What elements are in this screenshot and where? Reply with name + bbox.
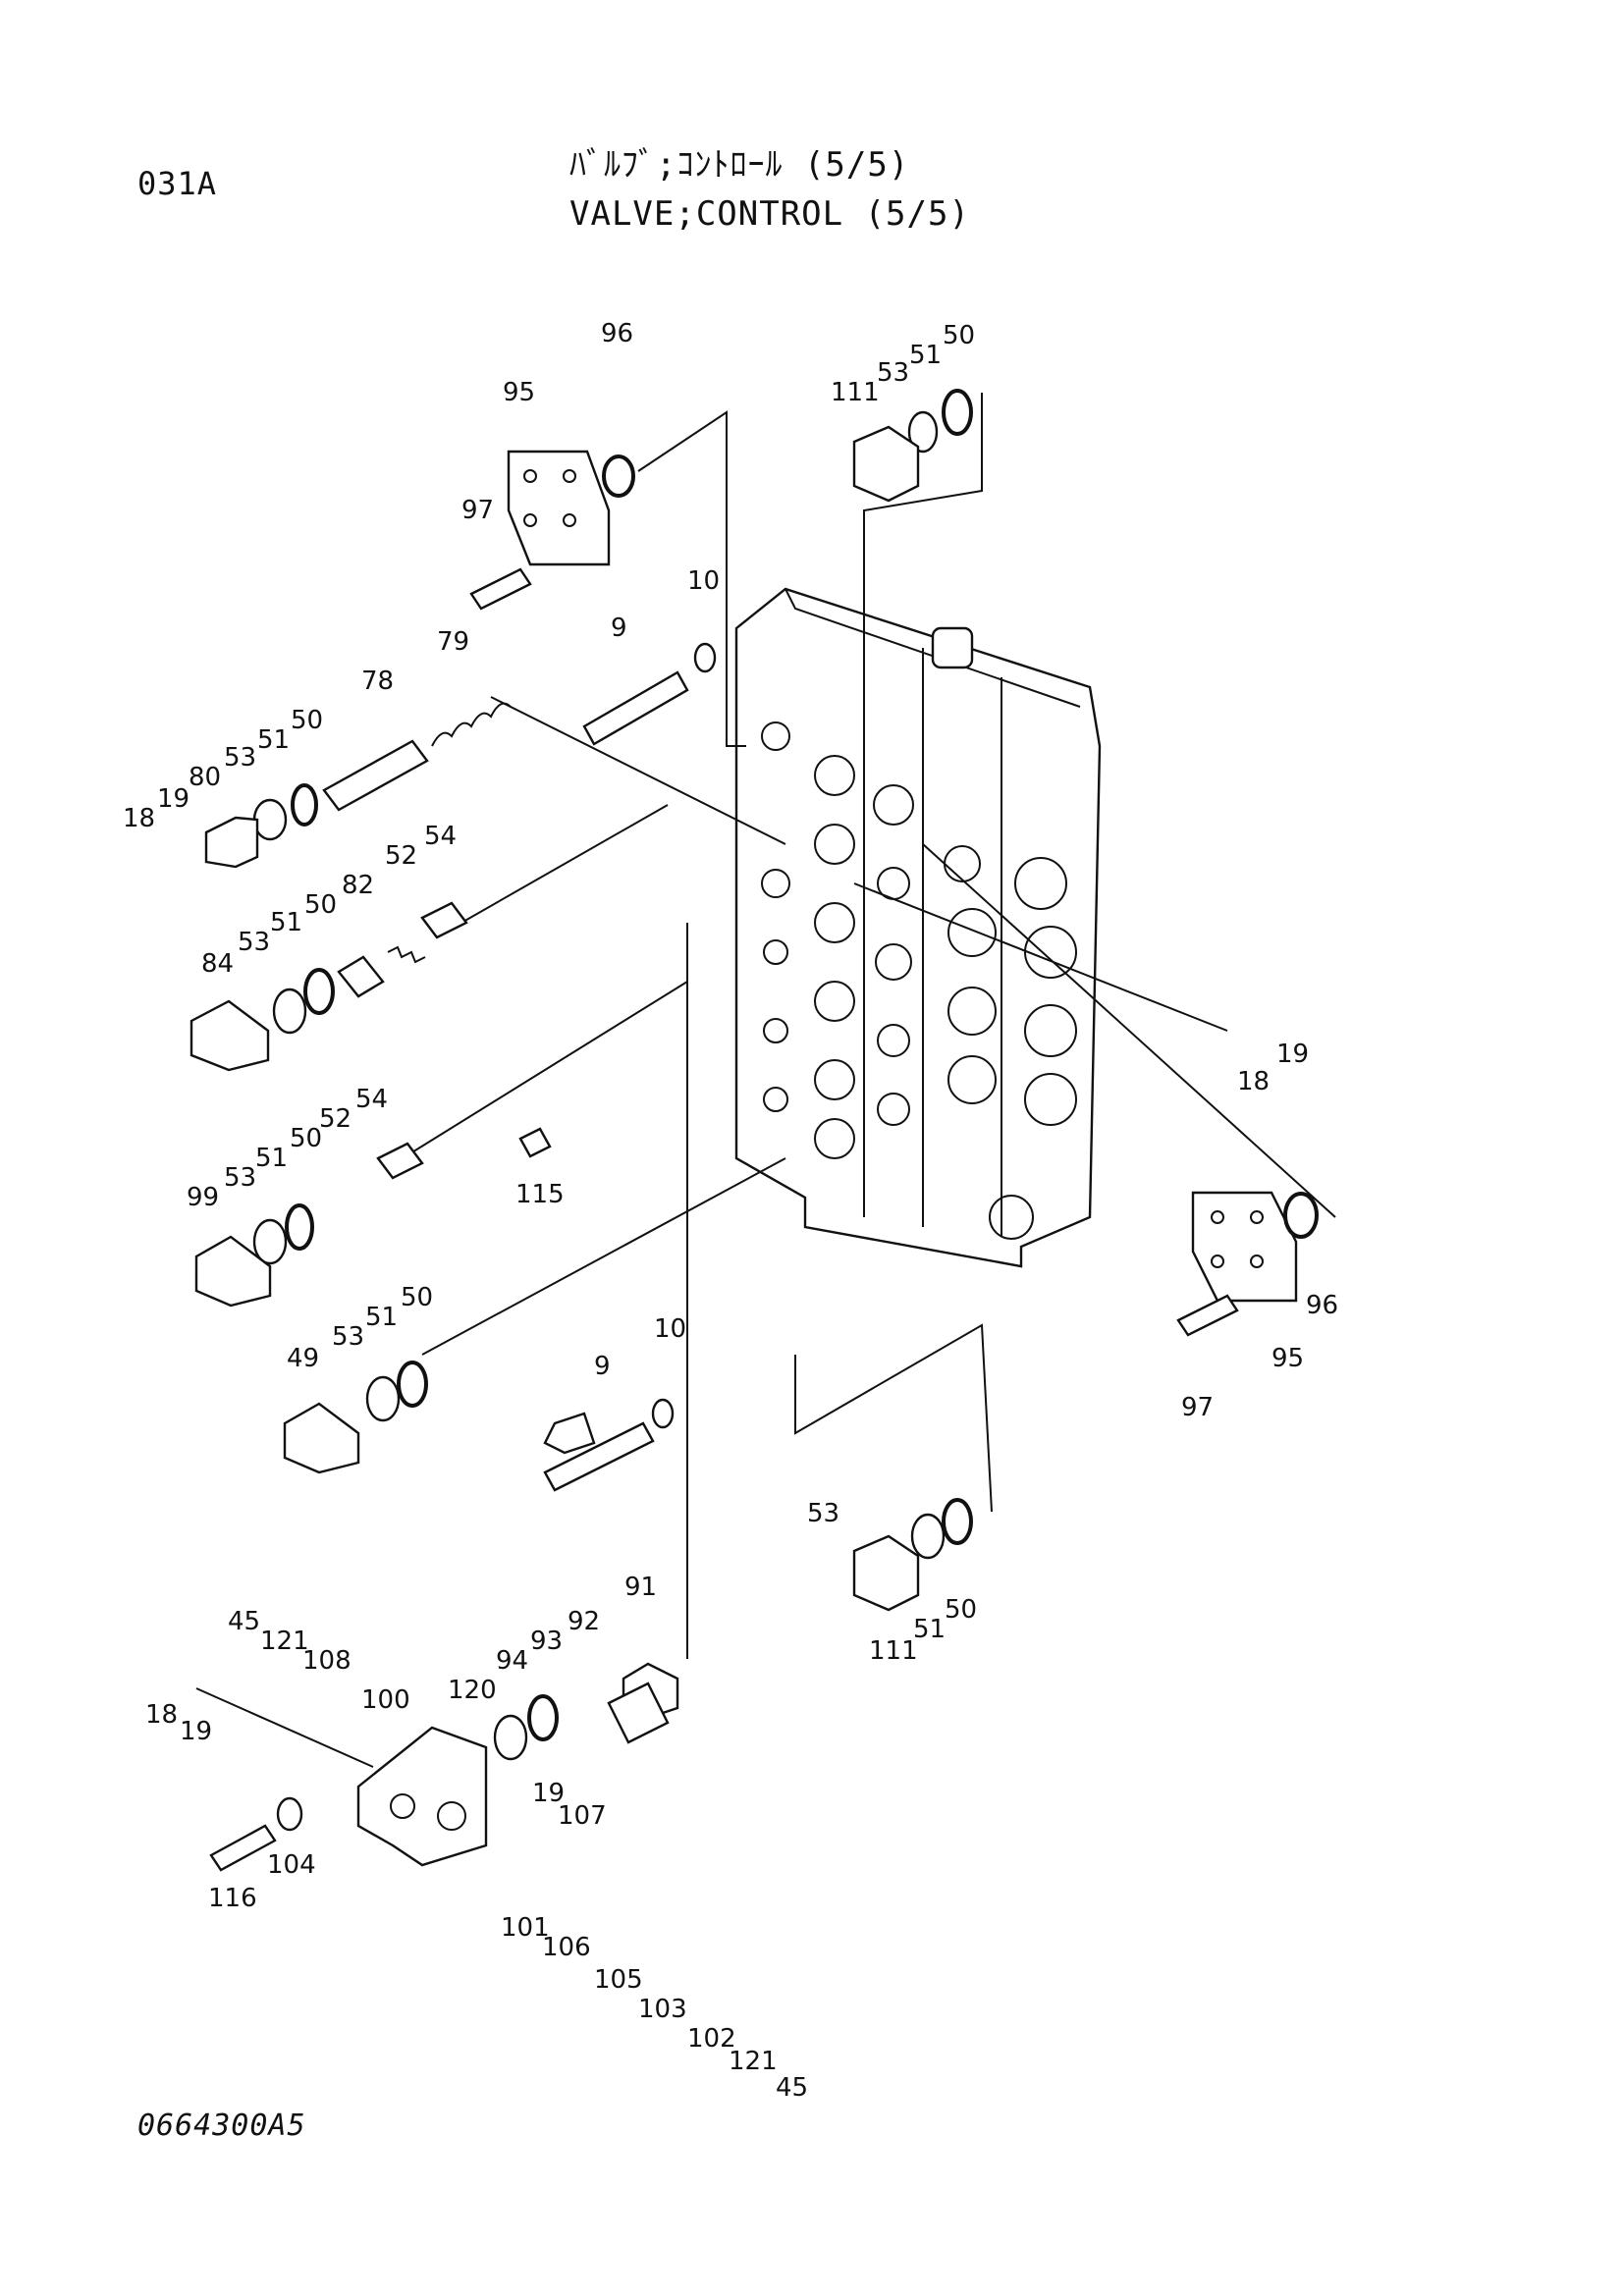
callout-18b: 18 (1237, 1067, 1270, 1096)
callout-102: 102 (687, 2024, 736, 2054)
callout-104: 104 (267, 1850, 316, 1880)
callout-53: 53 (224, 743, 256, 773)
callout-108: 108 (302, 1646, 352, 1676)
callout-51b: 51 (270, 908, 302, 937)
callout-52b: 52 (319, 1104, 352, 1134)
callout-50d: 50 (401, 1283, 433, 1312)
callout-19: 19 (157, 784, 189, 814)
callout-101: 101 (501, 1913, 550, 1943)
callout-53c: 53 (224, 1163, 256, 1193)
valve-body (734, 587, 1102, 1268)
drawing-number: 0664300A5 (137, 2109, 306, 2143)
callout-79: 79 (437, 627, 469, 657)
callout-10b: 10 (654, 1314, 686, 1344)
callout-94: 94 (496, 1646, 528, 1676)
callout-96: 96 (601, 319, 633, 348)
callout-10: 10 (687, 566, 720, 596)
callout-45b: 45 (776, 2073, 808, 2103)
callout-51: 51 (257, 725, 290, 755)
callout-51d: 51 (365, 1303, 398, 1332)
callout-45: 45 (228, 1607, 260, 1636)
callout-97: 97 (461, 496, 494, 525)
callout-53d: 53 (332, 1322, 364, 1352)
washers (252, 410, 946, 1832)
callout-18c: 18 (145, 1700, 178, 1730)
callout-9: 9 (611, 614, 627, 643)
callout-51c: 51 (255, 1144, 288, 1173)
callout-99: 99 (187, 1183, 219, 1212)
callout-115: 115 (515, 1180, 565, 1209)
callout-111: 111 (831, 378, 880, 407)
callout-120: 120 (448, 1676, 497, 1705)
callout-50: 50 (291, 706, 323, 735)
callout-116: 116 (208, 1884, 257, 1913)
callout-95: 95 (503, 378, 535, 407)
callout-93: 93 (530, 1627, 563, 1656)
callout-107: 107 (558, 1801, 607, 1831)
page-code: 031A (137, 165, 218, 202)
callout-18: 18 (123, 804, 155, 833)
callout-95b: 95 (1271, 1344, 1304, 1373)
callout-84: 84 (201, 949, 234, 979)
callout-51e: 51 (909, 341, 942, 370)
bolts (209, 567, 1239, 1872)
callout-97b: 97 (1181, 1393, 1214, 1422)
callout-19c: 19 (180, 1717, 212, 1746)
callout-53e: 53 (877, 358, 909, 388)
callout-50f: 50 (945, 1595, 977, 1625)
pilot-cap-block (356, 1726, 488, 1867)
callout-51f: 51 (913, 1615, 946, 1644)
o-rings (285, 389, 1319, 1741)
callout-53b: 53 (238, 928, 270, 957)
callout-19b: 19 (1276, 1040, 1309, 1069)
callout-91: 91 (624, 1573, 657, 1602)
part-callouts: 96 95 97 10 9 79 78 50 51 53 80 19 18 54… (123, 319, 1338, 2103)
callout-105: 105 (594, 1965, 643, 1995)
callout-121b: 121 (729, 2047, 778, 2076)
assembly-lines (195, 393, 1336, 1768)
callout-121: 121 (260, 1627, 309, 1656)
callout-78: 78 (361, 667, 394, 696)
callout-50b: 50 (304, 890, 337, 920)
callout-80: 80 (189, 763, 221, 792)
spools-and-springs (322, 702, 670, 1744)
cover-plate-right (1191, 1191, 1298, 1303)
callout-19d: 19 (532, 1779, 565, 1808)
callout-50c: 50 (290, 1124, 322, 1153)
callout-106: 106 (542, 1933, 591, 1962)
title-japanese: ﾊﾞﾙﾌﾞ;ｺﾝﾄﾛｰﾙ (5/5) (569, 145, 910, 185)
callout-96b: 96 (1306, 1291, 1338, 1320)
callout-82: 82 (342, 871, 374, 900)
callout-92: 92 (568, 1607, 600, 1636)
title-english: VALVE;CONTROL (5/5) (569, 194, 970, 234)
callout-9b: 9 (594, 1352, 611, 1381)
callout-103: 103 (638, 1995, 687, 2024)
callout-50e: 50 (943, 321, 975, 350)
callout-53f: 53 (807, 1499, 839, 1528)
callout-49: 49 (287, 1344, 319, 1373)
callout-54b: 54 (355, 1085, 388, 1114)
callout-100: 100 (361, 1685, 410, 1715)
callout-111b: 111 (869, 1636, 918, 1666)
callout-52: 52 (385, 841, 417, 871)
cover-plate-top (507, 450, 611, 566)
callout-54: 54 (424, 822, 457, 851)
